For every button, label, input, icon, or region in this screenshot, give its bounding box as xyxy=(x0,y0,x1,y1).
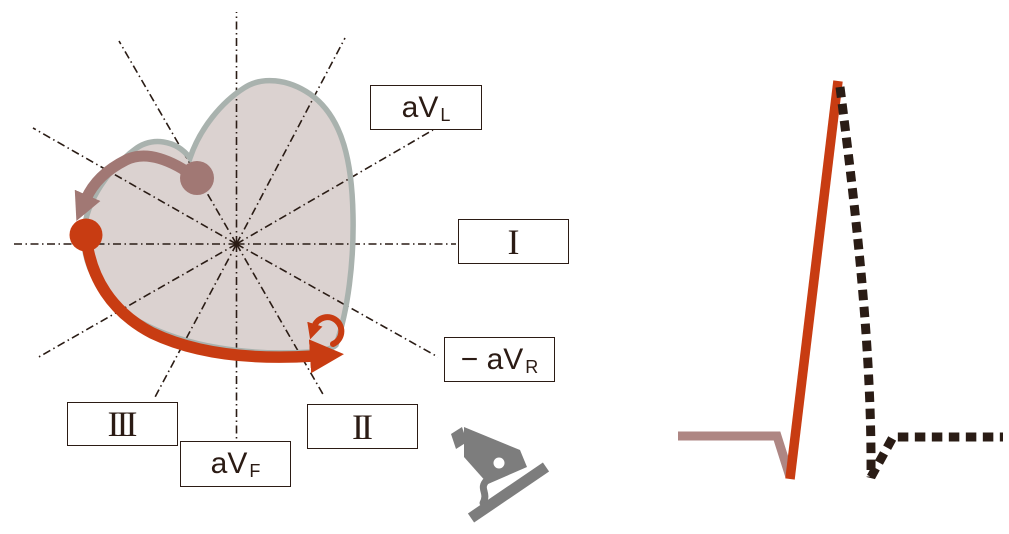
camera-mount-rail xyxy=(467,462,550,523)
lead-label-avf-main: aV xyxy=(210,447,248,480)
axis-ray-negavr xyxy=(236,243,439,358)
axis-ray-60up xyxy=(235,37,346,245)
av-node-dot xyxy=(69,218,103,252)
sa-node-dot xyxy=(180,161,214,195)
axis-ray-210 xyxy=(36,243,237,359)
axis-ray-150up xyxy=(32,127,237,245)
camera-body xyxy=(464,427,527,484)
lead-label-neg-avr-sub: R xyxy=(525,356,539,377)
lead-label-ii-text: II xyxy=(352,406,373,447)
atrial-depolarization-arrow xyxy=(74,150,202,221)
security-camera-icon xyxy=(451,427,550,523)
ecg-baseline xyxy=(678,431,795,479)
lead-label-iii: III xyxy=(67,402,178,446)
lead-label-neg-avr-main: − aV xyxy=(460,342,524,376)
camera-stand xyxy=(479,476,491,507)
axis-rays xyxy=(12,12,456,441)
axis-ray-120up xyxy=(118,40,238,245)
lead-label-i-text: I xyxy=(507,221,520,262)
lead-label-avl-main: aV xyxy=(401,90,439,124)
lead-label-avf-sub: F xyxy=(249,461,261,481)
axis-ray-ii xyxy=(235,243,325,397)
rotation-curl-arrow xyxy=(307,314,345,347)
lead-label-iii-text: III xyxy=(107,404,138,444)
camera-lens xyxy=(493,457,505,469)
camera-back-plate xyxy=(451,427,467,449)
ecg-r-wave xyxy=(785,80,843,480)
ecg-dotted-downstroke xyxy=(835,86,1003,480)
axis-ray-iii xyxy=(153,243,238,400)
ventricular-depolarization-arrow xyxy=(80,229,344,374)
lead-label-ii: II xyxy=(307,404,418,449)
axis-ray-avl xyxy=(236,129,434,245)
heart-shape xyxy=(83,80,354,353)
lead-label-i: I xyxy=(458,219,569,264)
lead-label-avl-sub: L xyxy=(440,104,451,125)
